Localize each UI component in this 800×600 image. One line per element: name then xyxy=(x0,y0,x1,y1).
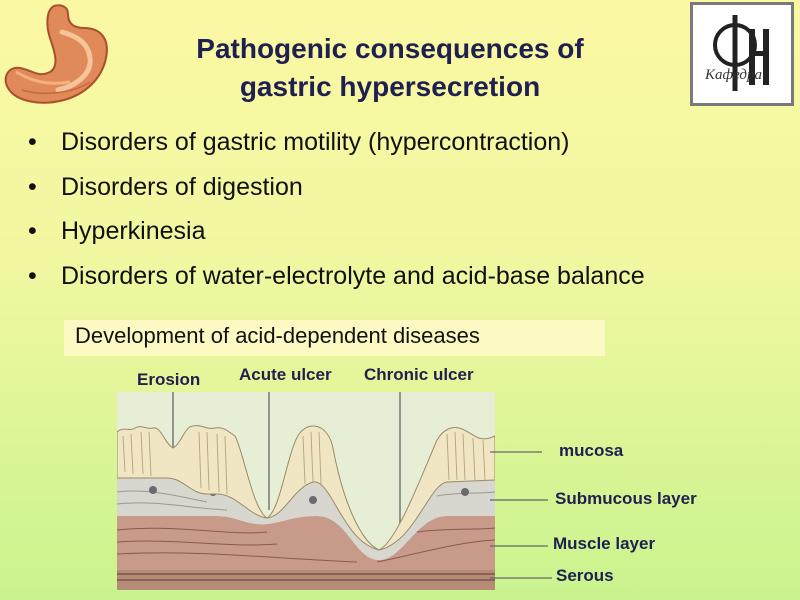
layer-leader-lines xyxy=(490,451,552,579)
label-chronic-ulcer: Chronic ulcer xyxy=(364,365,474,384)
development-box: Development of acid-dependent diseases xyxy=(64,320,605,356)
list-item: •Disorders of water-electrolyte and acid… xyxy=(28,261,645,290)
label-muscle-layer: Muscle layer xyxy=(553,534,656,553)
stomach-illustration xyxy=(4,4,108,104)
page-title: Pathogenic consequences of gastric hyper… xyxy=(100,30,680,106)
list-item: •Hyperkinesia xyxy=(28,217,206,245)
logo-text: Кафедра xyxy=(704,67,762,83)
title-line-1: Pathogenic consequences of xyxy=(196,33,584,64)
list-item: •Disorders of digestion xyxy=(28,172,303,201)
label-erosion: Erosion xyxy=(137,370,201,389)
consequences-list: •Disorders of gastric motility (hypercon… xyxy=(28,120,645,298)
label-acute-ulcer: Acute ulcer xyxy=(239,365,332,384)
department-logo: Кафедра xyxy=(690,2,794,106)
label-mucosa: mucosa xyxy=(559,441,624,460)
label-serous: Serous xyxy=(556,566,614,585)
stomach-wall-diagram xyxy=(117,392,495,590)
title-line-2: gastric hypersecretion xyxy=(239,71,541,102)
list-item: •Disorders of gastric motility (hypercon… xyxy=(28,128,570,156)
label-submucous-layer: Submucous layer xyxy=(555,489,697,508)
logo-emblem-icon: Кафедра xyxy=(704,15,769,91)
